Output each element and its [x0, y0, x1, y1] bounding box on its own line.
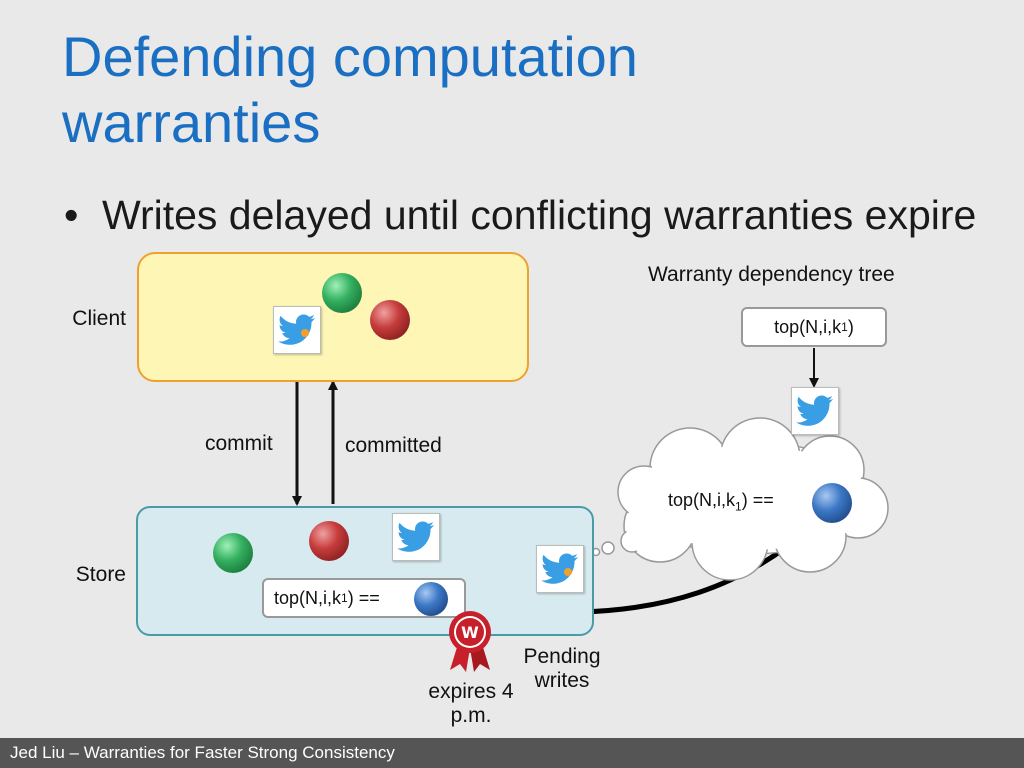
store-expr-sub: 1 — [341, 591, 348, 605]
slide-title: Defending computation warranties — [62, 24, 962, 156]
title-line-1: Defending computation — [62, 25, 638, 88]
cloud-computation-expr: top(N,i,k1) == — [668, 490, 774, 514]
cloud-expr-close: ) == — [741, 490, 774, 510]
twitter-bird-icon — [273, 306, 321, 354]
warranty-seal-letter: W — [461, 623, 479, 642]
blue-object-ball-store — [414, 582, 448, 616]
client-label: Client — [72, 307, 126, 330]
tree-node-close: ) — [847, 316, 854, 337]
green-object-ball — [322, 273, 362, 313]
pending-writes-label: Pending writes — [523, 645, 601, 692]
cloud-expr-text: top(N,i,k — [668, 490, 736, 510]
warranty-seal-icon: W — [444, 608, 496, 672]
red-object-ball-store — [309, 521, 349, 561]
client-box — [137, 252, 529, 382]
twitter-bird-icon-tree — [791, 387, 839, 435]
cloud-expr-sub: 1 — [735, 499, 742, 514]
title-line-2: warranties — [62, 91, 321, 154]
store-expr-text: top(N,i,k — [274, 587, 342, 608]
expires-label: expires 4 p.m. — [428, 680, 514, 727]
store-label: Store — [75, 563, 126, 586]
footer-text: Jed Liu – Warranties for Faster Strong C… — [10, 743, 395, 762]
store-expr-close: ) == — [347, 587, 380, 608]
committed-label: committed — [345, 434, 442, 457]
commit-label: commit — [205, 432, 273, 455]
twitter-bird-icon-store — [392, 513, 440, 561]
blue-object-ball-cloud — [812, 483, 852, 523]
footer-bar: Jed Liu – Warranties for Faster Strong C… — [0, 738, 1024, 768]
green-object-ball-store — [213, 533, 253, 573]
tree-title: Warranty dependency tree — [648, 263, 895, 286]
bullet-marker: • — [64, 192, 79, 238]
red-object-ball — [370, 300, 410, 340]
tree-node-sub: 1 — [841, 320, 848, 334]
twitter-bird-icon-pending — [536, 545, 584, 593]
bullet-text: Writes delayed until conflicting warrant… — [102, 192, 977, 238]
tree-node-text: top(N,i,k — [774, 316, 842, 337]
